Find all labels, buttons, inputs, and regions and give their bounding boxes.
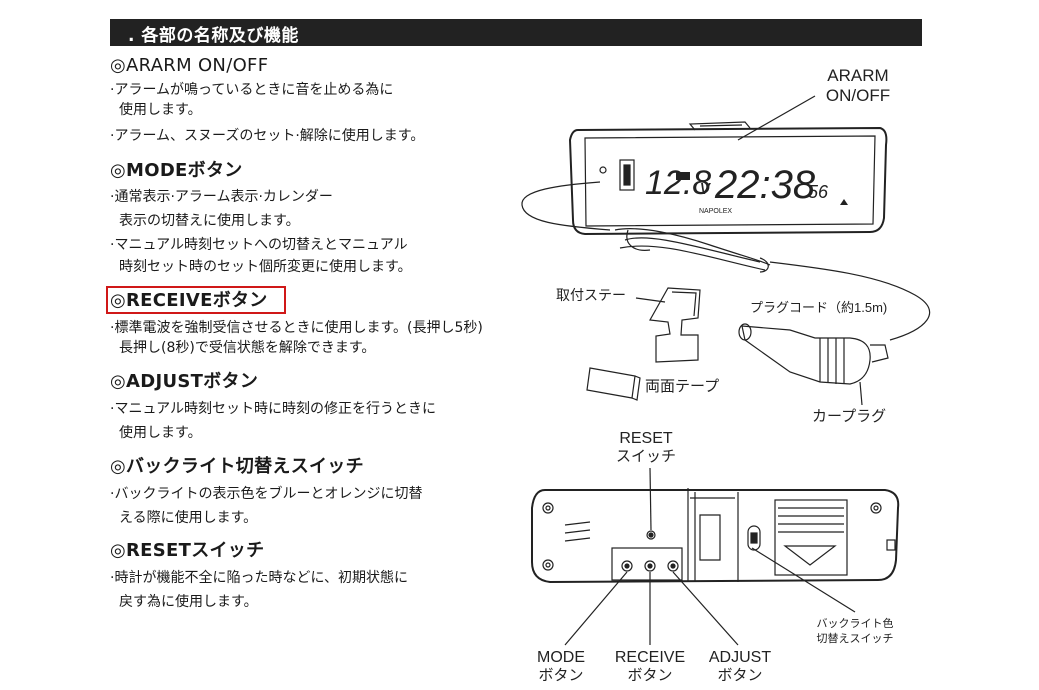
cord bbox=[521, 181, 611, 231]
section-reset: ◎RESETスイッチ ·時計が機能不全に陥った時などに、初期状態に 戻す為に使用… bbox=[110, 540, 408, 612]
mount-bracket bbox=[649, 287, 701, 363]
section-mode: ◎MODEボタン ·通常表示·アラーム表示·カレンダー 表示の切替えに使用します… bbox=[110, 160, 412, 277]
section-title: ◎ADJUSTボタン bbox=[110, 371, 259, 392]
text-line: ·アラームが鳴っているときに音を止める為に bbox=[110, 82, 394, 98]
text-line: 使用します。 bbox=[119, 102, 202, 118]
brand-logo: NAPOLEX bbox=[699, 208, 732, 215]
section-title: ◎RESETスイッチ bbox=[110, 540, 265, 561]
text-line: ·マニュアル時刻セットへの切替えとマニュアル bbox=[110, 237, 408, 253]
text-line: 使用します。 bbox=[119, 425, 202, 441]
mode-label-line1: MODE bbox=[537, 649, 585, 666]
backlight-label-line1: バックライト色 bbox=[817, 616, 894, 630]
section-title: ◎ARARM ON/OFF bbox=[110, 55, 269, 76]
section-adjust: ◎ADJUSTボタン ·マニュアル時刻セット時に時刻の修正を行うときに 使用しま… bbox=[110, 371, 436, 443]
text-line: ·マニュアル時刻セット時に時刻の修正を行うときに bbox=[110, 401, 437, 417]
plug-cord-label: プラグコード（約1.5m) bbox=[750, 300, 887, 315]
text-line: 時刻セット時のセット個所変更に使用します。 bbox=[119, 259, 412, 275]
display-volt-unit: v bbox=[700, 177, 711, 199]
section-title: ◎バックライト切替えスイッチ bbox=[110, 456, 364, 477]
section-header: . 各部の名称及び機能 bbox=[110, 19, 922, 46]
highlight-box bbox=[106, 286, 286, 314]
coiled-cord bbox=[614, 228, 771, 273]
receive-label-line1: RECEIVE bbox=[615, 649, 685, 666]
car-plug bbox=[738, 323, 889, 385]
section-alarm: ◎ARARM ON/OFF ·アラームが鳴っているときに音を止める為に 使用しま… bbox=[110, 55, 424, 146]
adjust-label-line2: ボタン bbox=[717, 667, 762, 684]
adjust-label-line1: ADJUST bbox=[709, 649, 771, 666]
text-line: 表示の切替えに使用します。 bbox=[119, 213, 300, 229]
text-line: ·アラーム、スヌーズのセット·解除に使用します。 bbox=[110, 128, 425, 144]
tape-label: 両面テープ bbox=[645, 378, 719, 395]
text-line: 長押し(8秒)で受信状態を解除できます。 bbox=[119, 340, 376, 356]
section-title: ◎RECEIVEボタン bbox=[110, 290, 268, 311]
reset-label-line1: RESET bbox=[619, 430, 673, 447]
reset-label-line2: スイッチ bbox=[616, 448, 676, 465]
double-sided-tape bbox=[586, 367, 641, 401]
text-line: ·標準電波を強制受信させるときに使用します。(長押し5秒) bbox=[110, 320, 483, 336]
clock-body bbox=[568, 121, 888, 236]
text-line: ·時計が機能不全に陥った時などに、初期状態に bbox=[110, 570, 409, 586]
section-title: ◎MODEボタン bbox=[110, 160, 243, 181]
display-seconds: 56 bbox=[808, 182, 829, 202]
leader-line bbox=[737, 95, 816, 141]
alarm-label-line2: ON/OFF bbox=[826, 86, 890, 105]
receive-label-line2: ボタン bbox=[627, 667, 672, 684]
display-voltage: 12.8 bbox=[645, 164, 711, 202]
section-backlight: ◎バックライト切替えスイッチ ·バックライトの表示色をブルーとオレンジに切替 え… bbox=[110, 456, 422, 528]
bracket-label: 取付ステー bbox=[556, 287, 626, 303]
text-line: ·バックライトの表示色をブルーとオレンジに切替 bbox=[110, 486, 423, 502]
backlight-label-line2: 切替えスイッチ bbox=[817, 631, 894, 645]
device-back bbox=[531, 488, 900, 584]
section-receive: ◎RECEIVEボタン ·標準電波を強制受信させるときに使用します。(長押し5秒… bbox=[110, 290, 483, 358]
car-plug-label: カープラグ bbox=[812, 408, 886, 425]
section-header-title: . 各部の名称及び機能 bbox=[128, 26, 299, 46]
mode-label-line2: ボタン bbox=[538, 667, 583, 684]
text-line: ·通常表示·アラーム表示·カレンダー bbox=[110, 189, 333, 205]
display-time: 22:38 bbox=[714, 163, 816, 207]
alarm-label-line1: ARARM bbox=[827, 66, 888, 85]
text-line: 戻す為に使用します。 bbox=[119, 594, 258, 610]
text-line: える際に使用します。 bbox=[119, 510, 258, 526]
